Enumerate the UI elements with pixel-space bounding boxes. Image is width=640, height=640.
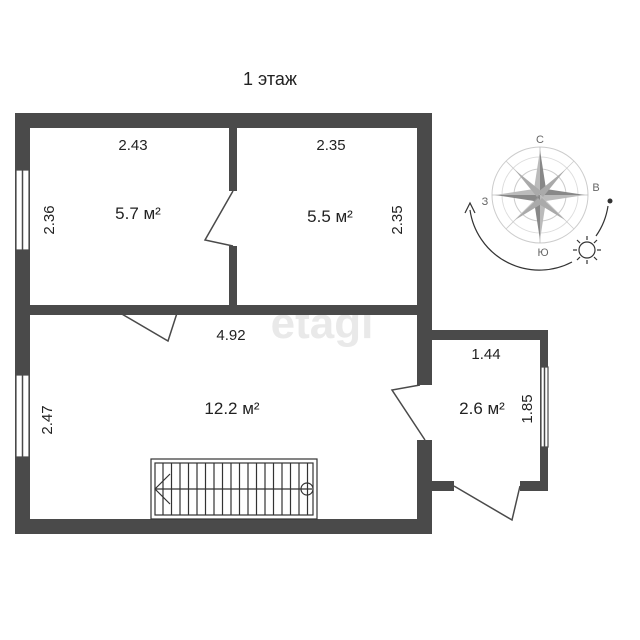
doors — [114, 190, 521, 522]
door-exterior — [453, 485, 521, 522]
door-main-to-top-left — [114, 309, 179, 343]
wall-between-top-rooms-upper — [229, 113, 237, 191]
annex-wall-bottom-right — [520, 481, 548, 491]
floor-title: 1 этаж — [243, 69, 297, 89]
staircase-outline — [150, 458, 318, 520]
room-main-height: 2.47 — [39, 405, 56, 434]
sun-path-arc — [469, 209, 573, 271]
room-top-left-area: 5.7 м² — [115, 204, 161, 223]
windows — [15, 169, 549, 458]
compass-west: З — [482, 196, 489, 208]
room-top-right-width: 2.35 — [316, 137, 345, 154]
door-main-to-small — [390, 384, 426, 441]
room-top-right-height: 2.35 — [389, 205, 406, 234]
wall-right-upper — [417, 113, 432, 385]
room-main-area: 12.2 м² — [204, 399, 259, 418]
compass-north: С — [536, 134, 544, 146]
wall-bottom — [15, 519, 432, 534]
sun-path-arrow — [464, 201, 476, 214]
room-main-width: 4.92 — [216, 327, 245, 344]
compass-east: В — [592, 182, 599, 194]
annex-wall-top — [417, 330, 548, 340]
room-small-area: 2.6 м² — [459, 399, 505, 418]
sun-icon — [573, 236, 601, 264]
compass-south: Ю — [537, 247, 548, 259]
sun-path-dot — [607, 198, 613, 204]
room-small-height: 1.85 — [519, 394, 536, 423]
staircase — [150, 458, 318, 520]
room-top-left-width: 2.43 — [118, 137, 147, 154]
compass: С В Ю З — [464, 134, 613, 271]
door-top-rooms — [203, 190, 234, 247]
wall-middle-horizontal — [15, 305, 432, 315]
compass-rose-icon — [491, 146, 589, 244]
wall-top — [15, 113, 432, 128]
room-top-right-area: 5.5 м² — [307, 207, 353, 226]
room-top-left-height: 2.36 — [41, 205, 58, 234]
wall-between-top-rooms-lower — [229, 246, 237, 315]
room-small-width: 1.44 — [471, 346, 500, 363]
annex-wall-bottom-left — [417, 481, 454, 491]
sun-path-arc-right — [595, 205, 609, 237]
